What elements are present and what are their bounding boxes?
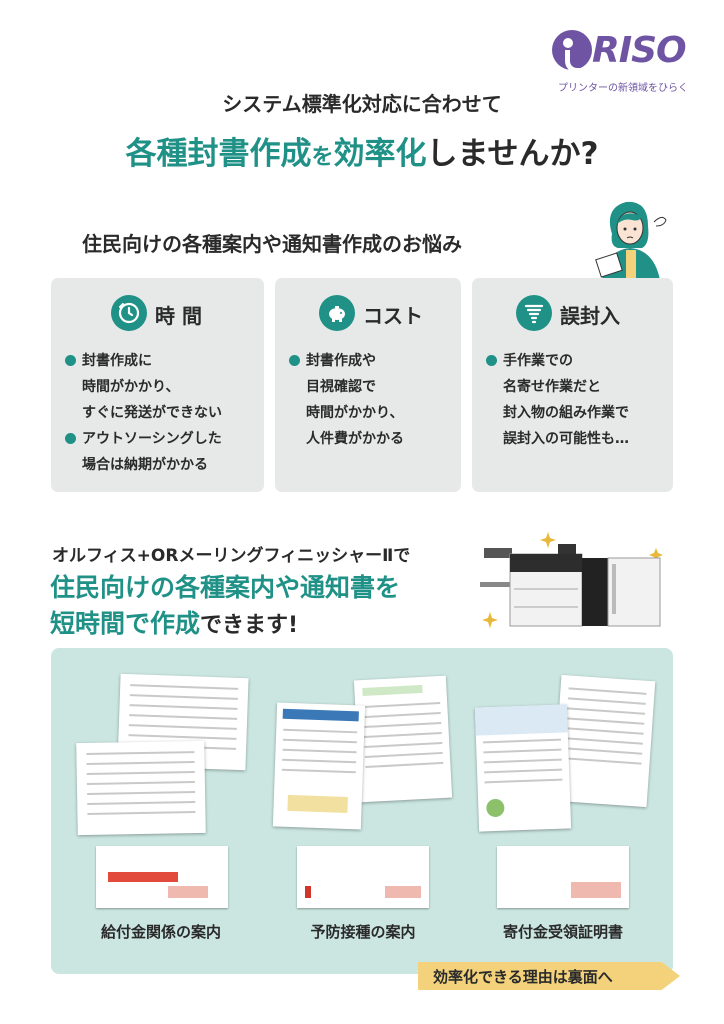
printer-image bbox=[480, 532, 663, 628]
piggy-bank-icon bbox=[319, 295, 355, 331]
product-headline-2a: 短時間で作成 bbox=[50, 609, 201, 638]
riso-logo: RISO プリンターの新領域をひらく bbox=[552, 30, 692, 100]
card-line: 時間がかかり、 bbox=[306, 405, 404, 421]
card-line: 目視確認で bbox=[306, 379, 376, 395]
product-headline-1: 住民向けの各種案内や通知書を bbox=[50, 573, 401, 602]
card-line: 人件費がかかる bbox=[306, 431, 404, 447]
riso-logo-mark-icon bbox=[552, 30, 592, 73]
card-title: コスト bbox=[363, 304, 423, 328]
sample-document bbox=[272, 702, 366, 830]
card-line: 誤封入の可能性も… bbox=[503, 431, 629, 447]
card-line: 名寄せ作業だと bbox=[503, 379, 601, 395]
sample-document bbox=[76, 740, 206, 836]
card-line: 封入物の組み作業で bbox=[503, 405, 629, 421]
brand-tagline: プリンターの新領域をひらく bbox=[558, 83, 688, 94]
product-line: オルフィス+ORメーリングフィニッシャーⅡで bbox=[52, 546, 411, 566]
product-headline-2b: できます! bbox=[200, 613, 299, 638]
sample-document bbox=[353, 675, 453, 803]
card-line: 時間がかかり、 bbox=[82, 379, 180, 395]
cta-text: 効率化できる理由は裏面へ bbox=[433, 968, 613, 986]
card-line: 場合は納期がかかる bbox=[82, 457, 208, 473]
see-back-arrow-button[interactable]: 効率化できる理由は裏面へ bbox=[418, 962, 680, 990]
headline-part-a: 各種封書作成 bbox=[125, 136, 312, 172]
sample-label: 寄付金受領証明書 bbox=[502, 923, 623, 941]
headline-part-b: を bbox=[311, 145, 334, 170]
worry-cards: 時 間 封書作成に 時間がかかり、 すぐに発送ができない アウトソーシングした … bbox=[51, 278, 673, 492]
card-title: 誤封入 bbox=[560, 304, 620, 328]
card-line: 封書作成や bbox=[289, 348, 404, 374]
worried-woman-illustration bbox=[595, 201, 667, 280]
sample-label: 給付金関係の案内 bbox=[100, 923, 221, 941]
card-time: 時 間 封書作成に 時間がかかり、 すぐに発送ができない アウトソーシングした … bbox=[51, 278, 264, 492]
headline-main: 各種封書作成を効率化しませんか? bbox=[0, 128, 724, 173]
headline-part-c: 効率化 bbox=[333, 136, 427, 172]
sample-label: 予防接種の案内 bbox=[310, 923, 416, 941]
card-line: アウトソーシングした bbox=[65, 426, 222, 452]
clock-icon bbox=[111, 295, 147, 331]
headline-sub: システム標準化対応に合わせて bbox=[222, 92, 502, 116]
sample-envelope bbox=[96, 846, 228, 908]
worry-heading: 住民向けの各種案内や通知書作成のお悩み bbox=[82, 232, 462, 256]
headline-part-d: しませんか? bbox=[426, 136, 599, 172]
sample-document bbox=[474, 704, 572, 832]
card-line: 封書作成に bbox=[65, 348, 222, 374]
tornado-icon bbox=[516, 295, 552, 331]
card-line: すぐに発送ができない bbox=[82, 405, 222, 421]
riso-logo-text: RISO bbox=[592, 30, 687, 71]
card-cost: コスト 封書作成や 目視確認で 時間がかかり、 人件費がかかる bbox=[275, 278, 461, 492]
sample-documents-panel: 給付金関係の案内 予防接種の案内 寄付金受領証明書 bbox=[51, 648, 673, 974]
card-title: 時 間 bbox=[155, 304, 202, 328]
card-misinsertion: 誤封入 手作業での 名寄せ作業だと 封入物の組み作業で 誤封入の可能性も… bbox=[472, 278, 673, 492]
card-line: 手作業での bbox=[486, 348, 629, 374]
product-headline-2: 短時間で作成できます! bbox=[50, 604, 298, 640]
sample-envelope bbox=[297, 846, 429, 908]
sample-envelope bbox=[497, 846, 629, 908]
